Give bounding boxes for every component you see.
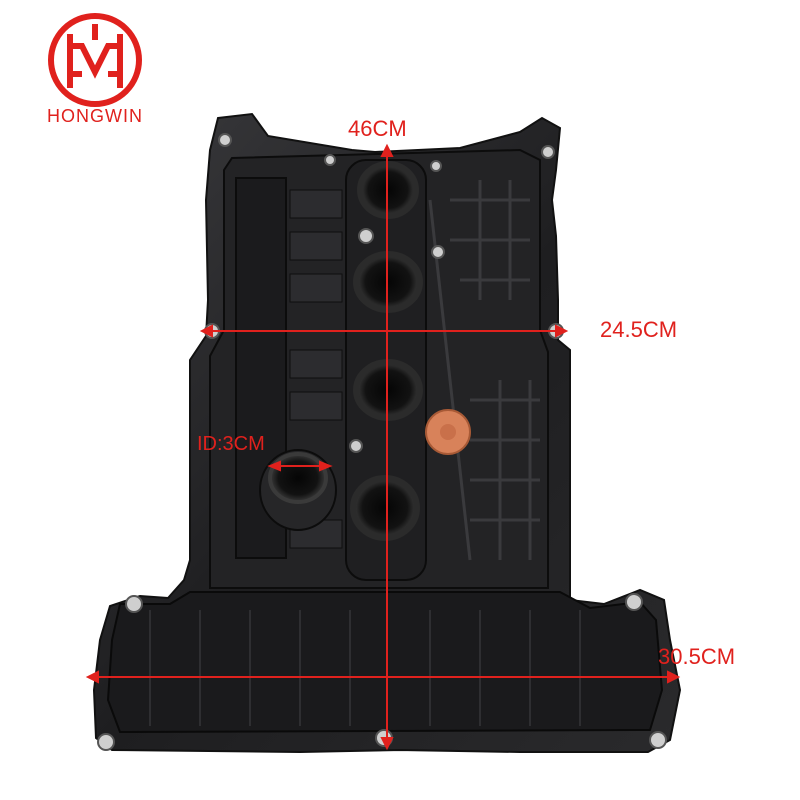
oil-filler-port — [259, 449, 337, 531]
middle-width-dimension-label: 24.5CM — [600, 317, 678, 342]
brand-name: HONGWIN — [47, 106, 143, 126]
inner-diameter-label: ID:3CM — [197, 433, 265, 455]
orange-plug — [425, 409, 471, 455]
bottom-width-dimension-label: 30.5CM — [658, 644, 736, 669]
hongwin-logo-icon — [48, 13, 142, 107]
measurement-lines — [85, 143, 681, 751]
length-dimension-label: 46CM — [348, 116, 407, 141]
brand-logo — [36, 10, 154, 140]
